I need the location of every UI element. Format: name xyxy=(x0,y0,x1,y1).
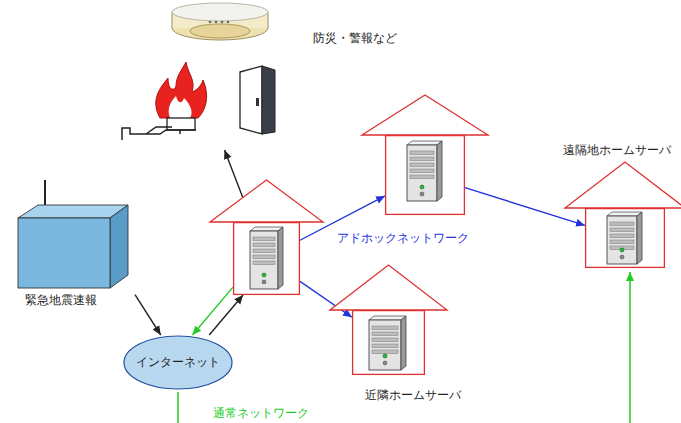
server-bay xyxy=(610,240,634,244)
node-label: 緊急地震速報 xyxy=(25,293,97,307)
server-body xyxy=(607,216,637,264)
server-bay xyxy=(253,243,275,247)
box-top xyxy=(18,205,128,218)
server-bay xyxy=(410,163,434,167)
house-node xyxy=(233,222,300,295)
server-bay xyxy=(253,255,275,259)
server-body xyxy=(250,231,278,289)
smoke-detector-dot xyxy=(215,21,218,24)
server-led xyxy=(383,354,387,358)
node-label: 遠隔地ホームサーバ xyxy=(563,143,671,157)
server-bay xyxy=(610,228,634,232)
box-side xyxy=(110,205,128,288)
server-icon xyxy=(369,316,406,370)
connector-arrow xyxy=(209,295,243,335)
network-ellipse: インターネット xyxy=(123,335,233,390)
house-roof xyxy=(362,95,488,135)
server-bay xyxy=(372,344,398,348)
smoke-detector-top xyxy=(172,3,268,21)
server-led xyxy=(262,280,266,284)
node-shape xyxy=(112,2,410,150)
illustration-group: 防災・警報など xyxy=(112,2,410,150)
server-side xyxy=(278,227,283,289)
house-node: 遠隔地ホームサーバ xyxy=(585,208,665,268)
server-side xyxy=(637,212,642,264)
house-node xyxy=(385,135,465,215)
house-roof xyxy=(330,265,447,310)
door-handle xyxy=(256,98,259,106)
fire-flame xyxy=(156,62,207,118)
network-line xyxy=(177,392,179,423)
server-icon xyxy=(407,141,442,201)
server-top xyxy=(607,212,642,216)
server-icon xyxy=(607,212,642,264)
connector-arrow xyxy=(135,295,161,335)
node-shape xyxy=(15,178,135,312)
server-side xyxy=(437,141,442,201)
connector-arrow xyxy=(192,287,233,335)
network-ellipse-outline xyxy=(124,336,232,389)
server-led xyxy=(420,185,424,189)
network-arrow xyxy=(629,272,631,423)
server-led xyxy=(262,273,266,277)
smoke-detector-side xyxy=(172,12,173,28)
node-label: 近隣ホームサーバ xyxy=(365,388,461,402)
node-shape xyxy=(352,310,425,375)
node-label: インターネット xyxy=(136,355,220,369)
server-bay xyxy=(372,338,398,342)
door-leaf xyxy=(240,66,262,134)
server-top xyxy=(407,141,442,145)
house-body xyxy=(234,223,300,295)
house-body xyxy=(353,311,425,375)
server-icon xyxy=(250,227,283,289)
network-label: 通常ネットワーク xyxy=(213,406,309,420)
device-box: 緊急地震速報 xyxy=(15,178,135,312)
house-roof xyxy=(210,180,323,222)
smoke-detector-side xyxy=(268,12,269,28)
server-bay xyxy=(372,332,398,336)
server-bay xyxy=(610,234,634,238)
smoke-detector-dot xyxy=(221,21,224,24)
server-bay xyxy=(410,151,434,155)
stove-burner xyxy=(146,130,196,134)
fire-core xyxy=(169,96,192,118)
server-led xyxy=(620,255,624,259)
server-bay xyxy=(372,326,398,330)
server-bay xyxy=(610,222,634,226)
house-roof xyxy=(565,162,681,208)
server-top xyxy=(250,227,283,231)
smoke-detector-sensor xyxy=(190,24,250,38)
stove-leg xyxy=(179,130,181,134)
server-led xyxy=(383,361,387,365)
server-bay xyxy=(253,249,275,253)
door-frame xyxy=(262,66,275,134)
server-bay xyxy=(410,157,434,161)
house-node: 近隣ホームサーバ xyxy=(352,310,425,375)
house-body xyxy=(586,209,665,268)
server-led xyxy=(420,192,424,196)
node-shape xyxy=(233,222,300,295)
server-body xyxy=(407,145,437,201)
server-led xyxy=(620,248,624,252)
server-bay xyxy=(410,169,434,173)
pot xyxy=(167,118,195,130)
smoke-detector-dot xyxy=(227,21,230,24)
node-shape xyxy=(585,208,665,268)
server-side xyxy=(401,316,406,370)
node-shape xyxy=(385,135,465,215)
server-bay xyxy=(410,175,434,179)
smoke-detector-dot xyxy=(209,21,212,24)
server-bay xyxy=(372,350,398,354)
house-body xyxy=(386,136,465,215)
box-front xyxy=(18,218,110,288)
server-bay xyxy=(253,237,275,241)
server-bay xyxy=(253,261,275,265)
server-top xyxy=(369,316,406,320)
node-label: 防災・警報など xyxy=(313,31,397,45)
server-body xyxy=(369,320,401,370)
network-label: アドホックネットワーク xyxy=(337,231,469,245)
